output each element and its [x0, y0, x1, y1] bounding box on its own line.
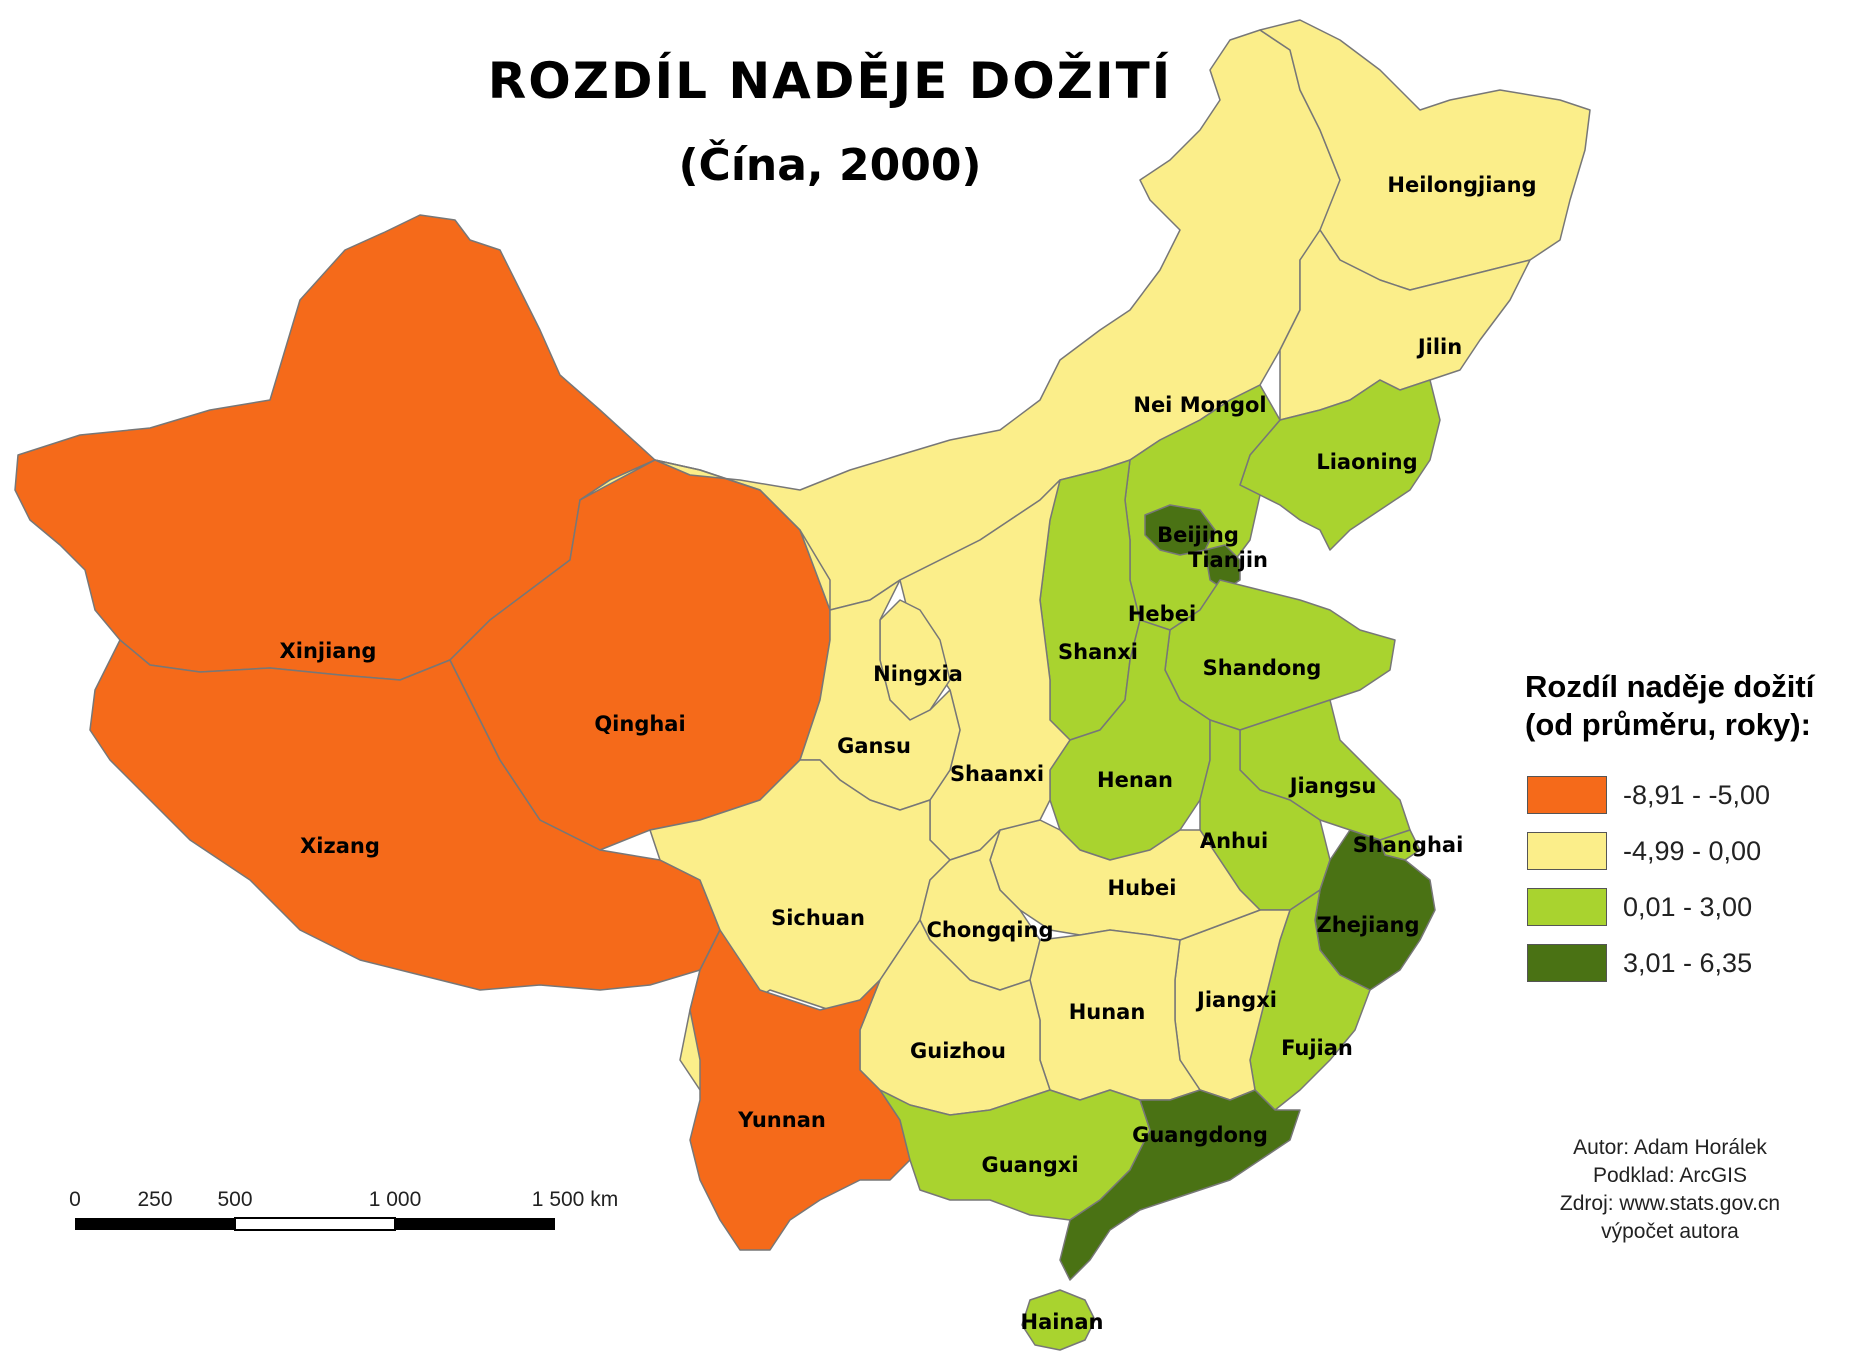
- province-label-shandong: Shandong: [1202, 656, 1322, 680]
- map-title: ROZDÍL NADĚJE DOŽITÍ: [487, 52, 1173, 110]
- legend-title-line2: (od průměru, roky):: [1525, 707, 1811, 742]
- province-label-hainan: Hainan: [1020, 1310, 1104, 1334]
- province-label-hubei: Hubei: [1107, 876, 1177, 900]
- region-hainan: [1021, 1289, 1096, 1351]
- province-label-qinghai: Qinghai: [594, 712, 686, 736]
- province-label-sichuan: Sichuan: [771, 906, 865, 930]
- province-label-henan: Henan: [1097, 768, 1173, 792]
- region-heilongjiang: [1259, 19, 1591, 291]
- legend-label: 0,01 - 3,00: [1623, 892, 1753, 922]
- region-guangdong: [1059, 1089, 1301, 1281]
- province-label-zhejiang: Zhejiang: [1316, 913, 1420, 937]
- legend-swatch: [1527, 832, 1607, 870]
- province-label-fujian: Fujian: [1281, 1036, 1353, 1060]
- province-label-tianjin: Tianjin: [1188, 548, 1268, 572]
- province-label-heilongjiang: Heilongjiang: [1387, 173, 1537, 197]
- province-label-guizhou: Guizhou: [910, 1039, 1006, 1063]
- map-subtitle: (Čína, 2000): [678, 140, 982, 191]
- legend-swatch: [1527, 944, 1607, 982]
- scale-tick-label: 1 500 km: [531, 1188, 619, 1211]
- scale-tick-label: 0: [69, 1188, 81, 1211]
- province-label-xinjiang: Xinjiang: [279, 639, 377, 663]
- province-label-jiangxi: Jiangxi: [1197, 988, 1277, 1012]
- credit-source: Zdroj: www.stats.gov.cn: [1559, 1192, 1781, 1215]
- scale-tick-label: 250: [137, 1188, 173, 1211]
- province-label-shanghai: Shanghai: [1352, 833, 1464, 857]
- province-label-ningxia: Ningxia: [873, 662, 963, 686]
- scale-tick-label: 1 000: [368, 1188, 422, 1211]
- credit-note: výpočet autora: [1601, 1220, 1739, 1243]
- scale-tick-label: 500: [217, 1188, 253, 1211]
- scale-bar-segment-2: [234, 1217, 396, 1231]
- province-label-hunan: Hunan: [1068, 1000, 1146, 1024]
- region-gansu: [654, 459, 961, 811]
- legend-swatch: [1527, 888, 1607, 926]
- province-label-guangdong: Guangdong: [1132, 1123, 1268, 1147]
- credit-author: Autor: Adam Horálek: [1573, 1136, 1767, 1159]
- scale-bar-segment-1: [75, 1218, 235, 1230]
- legend-title: Rozdíl naděje dožití (od průměru, roky):: [1525, 668, 1845, 744]
- credits: Autor: Adam Horálek Podklad: ArcGIS Zdro…: [1520, 1134, 1820, 1246]
- region-yunnan: [689, 929, 911, 1251]
- province-label-jilin: Jilin: [1417, 335, 1463, 359]
- scale-bar-segment-3: [395, 1218, 555, 1230]
- province-label-liaoning: Liaoning: [1316, 450, 1418, 474]
- province-label-jiangsu: Jiangsu: [1289, 774, 1377, 798]
- province-label-xizang: Xizang: [300, 834, 380, 858]
- province-label-yunnan: Yunnan: [738, 1108, 826, 1132]
- region-tianjin: [1204, 544, 1241, 591]
- province-label-shanxi: Shanxi: [1058, 640, 1138, 664]
- province-label-guangxi: Guangxi: [981, 1153, 1079, 1177]
- province-label-hebei: Hebei: [1127, 602, 1197, 626]
- legend-label: -8,91 - -5,00: [1623, 780, 1771, 810]
- region-hubei: [989, 819, 1261, 941]
- province-label-chongqing: Chongqing: [926, 918, 1054, 942]
- credit-base: Podklad: ArcGIS: [1592, 1164, 1748, 1187]
- province-label-gansu: Gansu: [837, 734, 911, 758]
- legend-title-line1: Rozdíl naděje dožití: [1525, 669, 1815, 704]
- province-label-beijing: Beijing: [1157, 523, 1239, 547]
- scale-bar: [75, 1217, 555, 1231]
- province-label-shaanxi: Shaanxi: [949, 762, 1045, 786]
- legend-label: -4,99 - 0,00: [1623, 836, 1762, 866]
- province-label-anhui: Anhui: [1199, 829, 1269, 853]
- region-jilin: [1279, 229, 1531, 421]
- legend-swatch: [1527, 776, 1607, 814]
- legend-label: 3,01 - 6,35: [1623, 948, 1753, 978]
- province-label-nei-mongol: Nei Mongol: [1133, 393, 1267, 417]
